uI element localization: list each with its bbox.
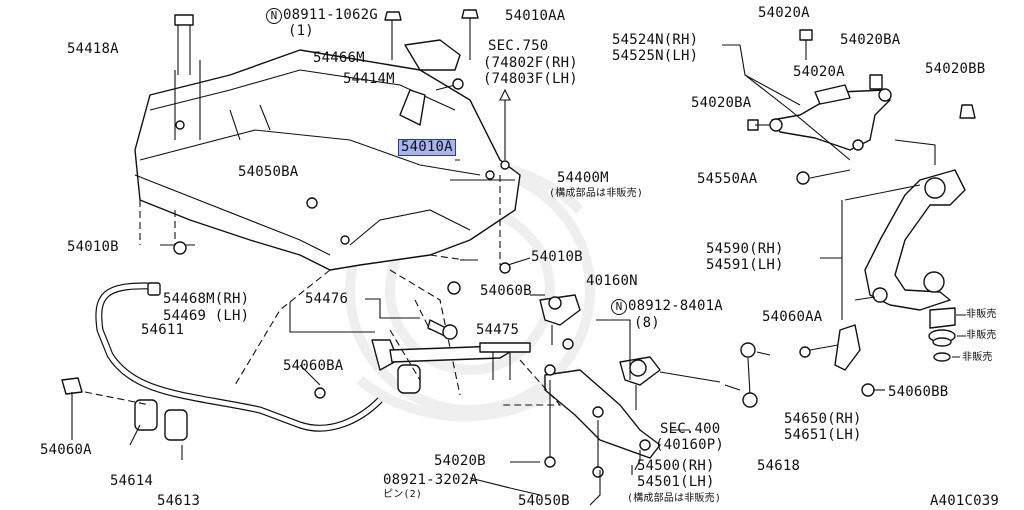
compression-rod [371, 299, 531, 394]
label-54475: 54475 [476, 322, 520, 338]
subframe-leaders [139, 88, 531, 396]
label-sec750[interactable]: SEC.750 [488, 38, 549, 54]
label-54614: 54614 [110, 473, 154, 489]
label-54501: 54501(LH) [637, 474, 715, 490]
label-54060aa: 54060AA [762, 309, 823, 325]
label-54010b-left: 54010B [67, 239, 119, 255]
diagram-code: A401C039 [930, 493, 1000, 509]
label-54524n: 54524N(RH) [612, 32, 699, 48]
label-54060bb: 54060BB [888, 384, 949, 400]
lower-link [500, 359, 661, 478]
label-08912-text: 08912-8401A [628, 298, 723, 314]
bolts-top [174, 9, 479, 126]
label-sec400[interactable]: SEC.400 [660, 421, 721, 437]
label-not-sold-3: 非販売 [962, 352, 993, 363]
label-08911-text: 08911-1062G [283, 7, 378, 23]
label-54020b: 54020B [434, 453, 486, 469]
label-54020ba-left: 54020BA [691, 95, 752, 111]
label-54525n: 54525N(LH) [612, 48, 699, 64]
upper-link [722, 29, 976, 185]
label-54466m: 54466M [313, 50, 365, 66]
label-54060ba: 54060BA [283, 358, 344, 374]
stabilizer-bar [95, 282, 383, 432]
label-not-sold-2: 非販売 [966, 330, 997, 341]
label-74802f: (74802F(RH) [483, 55, 578, 71]
label-54618: 54618 [757, 458, 801, 474]
label-54613: 54613 [157, 493, 201, 509]
label-54476: 54476 [305, 291, 349, 307]
label-54591: 54591(LH) [706, 257, 784, 273]
label-08912-qty: (8) [634, 315, 660, 331]
group-brackets [289, 294, 690, 506]
label-54020bb: 54020BB [925, 61, 986, 77]
label-54651: 54651(LH) [784, 427, 862, 443]
n-mark-icon: N [266, 8, 282, 24]
label-54500: 54500(RH) [637, 458, 715, 474]
label-54414m: 54414M [343, 71, 395, 87]
label-54469: 54469 (LH) [163, 308, 250, 324]
stabilizer-link [659, 342, 771, 408]
label-54418a: 54418A [67, 41, 119, 57]
label-54050b: 54050B [518, 493, 570, 509]
label-not-sold-1: 非販売 [966, 309, 997, 320]
label-54060b: 54060B [480, 283, 532, 299]
label-54550aa: 54550AA [697, 171, 758, 187]
label-54590: 54590(RH) [706, 241, 784, 257]
not-sold-bushings [928, 307, 966, 362]
label-54650: 54650(RH) [784, 411, 862, 427]
label-08911-qty: (1) [288, 23, 314, 39]
label-not-sold-parts-2: (構成部品は非販売) [627, 493, 722, 504]
label-40160n: 40160N [586, 273, 638, 289]
label-not-sold-parts: (構成部品は非販売) [549, 188, 644, 199]
label-54020a-mid: 54020A [793, 64, 845, 80]
label-54050ba: 54050BA [238, 164, 299, 180]
label-54010b-mid: 54010B [531, 249, 583, 265]
label-08921: 08921-3202A [383, 472, 478, 488]
label-54020a-top: 54020A [758, 5, 810, 21]
label-40160p: (40160P) [655, 437, 725, 453]
hardware [173, 197, 574, 399]
lower-arm [820, 169, 966, 320]
label-74803f: (74803F(LH) [483, 71, 578, 87]
label-54010a-highlight[interactable]: 54010A [398, 139, 456, 156]
label-pin2: ピン(2) [383, 489, 423, 500]
stabilizer-bushings [61, 377, 188, 460]
label-54020ba-top: 54020BA [840, 32, 901, 48]
knuckle-bracket [799, 324, 885, 397]
label-54468m: 54468M(RH) [163, 291, 250, 307]
n-mark-icon: N [611, 299, 627, 315]
label-54010aa: 54010AA [505, 8, 566, 24]
label-54400m: 54400M [557, 170, 609, 186]
label-54060a: 54060A [40, 442, 92, 458]
label-54611: 54611 [141, 322, 185, 338]
